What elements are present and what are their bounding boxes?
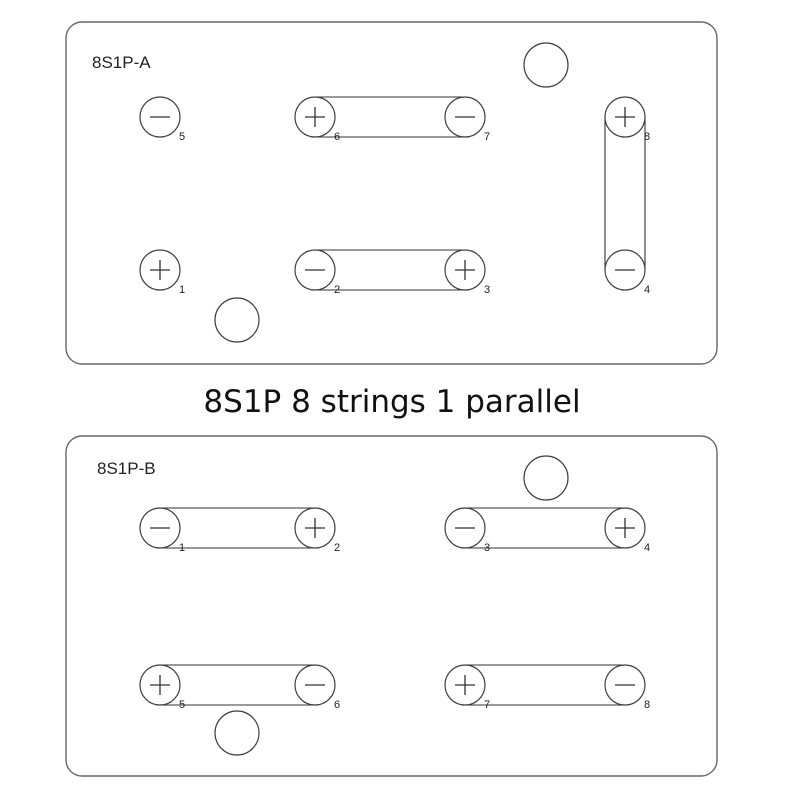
cell-7-positive-terminal: 7 — [444, 664, 490, 711]
cell-2-negative-terminal: 2 — [294, 249, 340, 296]
cell-4-negative-terminal: 4 — [604, 249, 650, 296]
cell-number: 5 — [179, 699, 185, 711]
cell-8-positive-terminal: 8 — [604, 96, 650, 143]
board-a-cells: 5 6 7 8 1 2 3 4 — [139, 96, 650, 296]
cell-5-positive-terminal: 5 — [139, 664, 185, 711]
strap-2-3 — [315, 249, 465, 291]
cell-number: 7 — [484, 699, 490, 711]
diagram-caption: 8S1P 8 strings 1 parallel — [203, 384, 580, 420]
cell-6-negative-terminal: 6 — [294, 664, 340, 711]
cell-5-negative-terminal: 5 — [139, 96, 185, 143]
board-a-label: 8S1P-A — [92, 53, 151, 72]
strap-1-2 — [160, 507, 315, 549]
strap-6-7 — [315, 96, 465, 138]
cell-number: 5 — [179, 131, 185, 143]
cell-7-negative-terminal: 7 — [444, 96, 490, 143]
cell-3-positive-terminal: 3 — [444, 249, 490, 296]
mounting-hole — [523, 455, 569, 501]
cell-number: 2 — [334, 542, 340, 554]
cell-number: 2 — [334, 284, 340, 296]
board-a-straps — [315, 96, 646, 291]
strap-8-4 — [604, 117, 646, 270]
cell-8-negative-terminal: 8 — [604, 664, 650, 711]
cell-2-positive-terminal: 2 — [294, 507, 340, 554]
cell-4-positive-terminal: 4 — [604, 507, 650, 554]
cell-number: 7 — [484, 131, 490, 143]
mounting-hole — [214, 710, 260, 756]
mounting-hole — [214, 297, 260, 343]
board-a-mounting-holes — [214, 42, 569, 343]
mounting-hole — [523, 42, 569, 88]
cell-number: 3 — [484, 542, 490, 554]
strap-5-6 — [160, 664, 315, 706]
board-b-cells: 1 2 3 4 5 6 7 8 — [139, 507, 650, 711]
cell-number: 8 — [644, 699, 650, 711]
board-b-straps — [160, 507, 625, 706]
strap-3-4 — [465, 507, 625, 549]
cell-number: 6 — [334, 699, 340, 711]
cell-number: 6 — [334, 131, 340, 143]
board-b-panel — [65, 435, 718, 777]
cell-number: 1 — [179, 284, 185, 296]
board-b: 8S1P-B 1 2 3 4 5 6 7 8 — [65, 435, 718, 777]
strap-7-8 — [465, 664, 625, 706]
cell-number: 8 — [644, 131, 650, 143]
board-a: 8S1P-A 5 6 7 8 1 2 3 4 — [65, 21, 718, 365]
cell-number: 4 — [644, 542, 650, 554]
cell-6-positive-terminal: 6 — [294, 96, 340, 143]
cell-1-negative-terminal: 1 — [139, 507, 185, 554]
cell-number: 1 — [179, 542, 185, 554]
cell-3-negative-terminal: 3 — [444, 507, 490, 554]
cell-number: 4 — [644, 284, 650, 296]
board-b-mounting-holes — [214, 455, 569, 756]
cell-1-positive-terminal: 1 — [139, 249, 185, 296]
board-a-panel — [65, 21, 718, 365]
board-b-label: 8S1P-B — [97, 459, 156, 478]
cell-number: 3 — [484, 284, 490, 296]
